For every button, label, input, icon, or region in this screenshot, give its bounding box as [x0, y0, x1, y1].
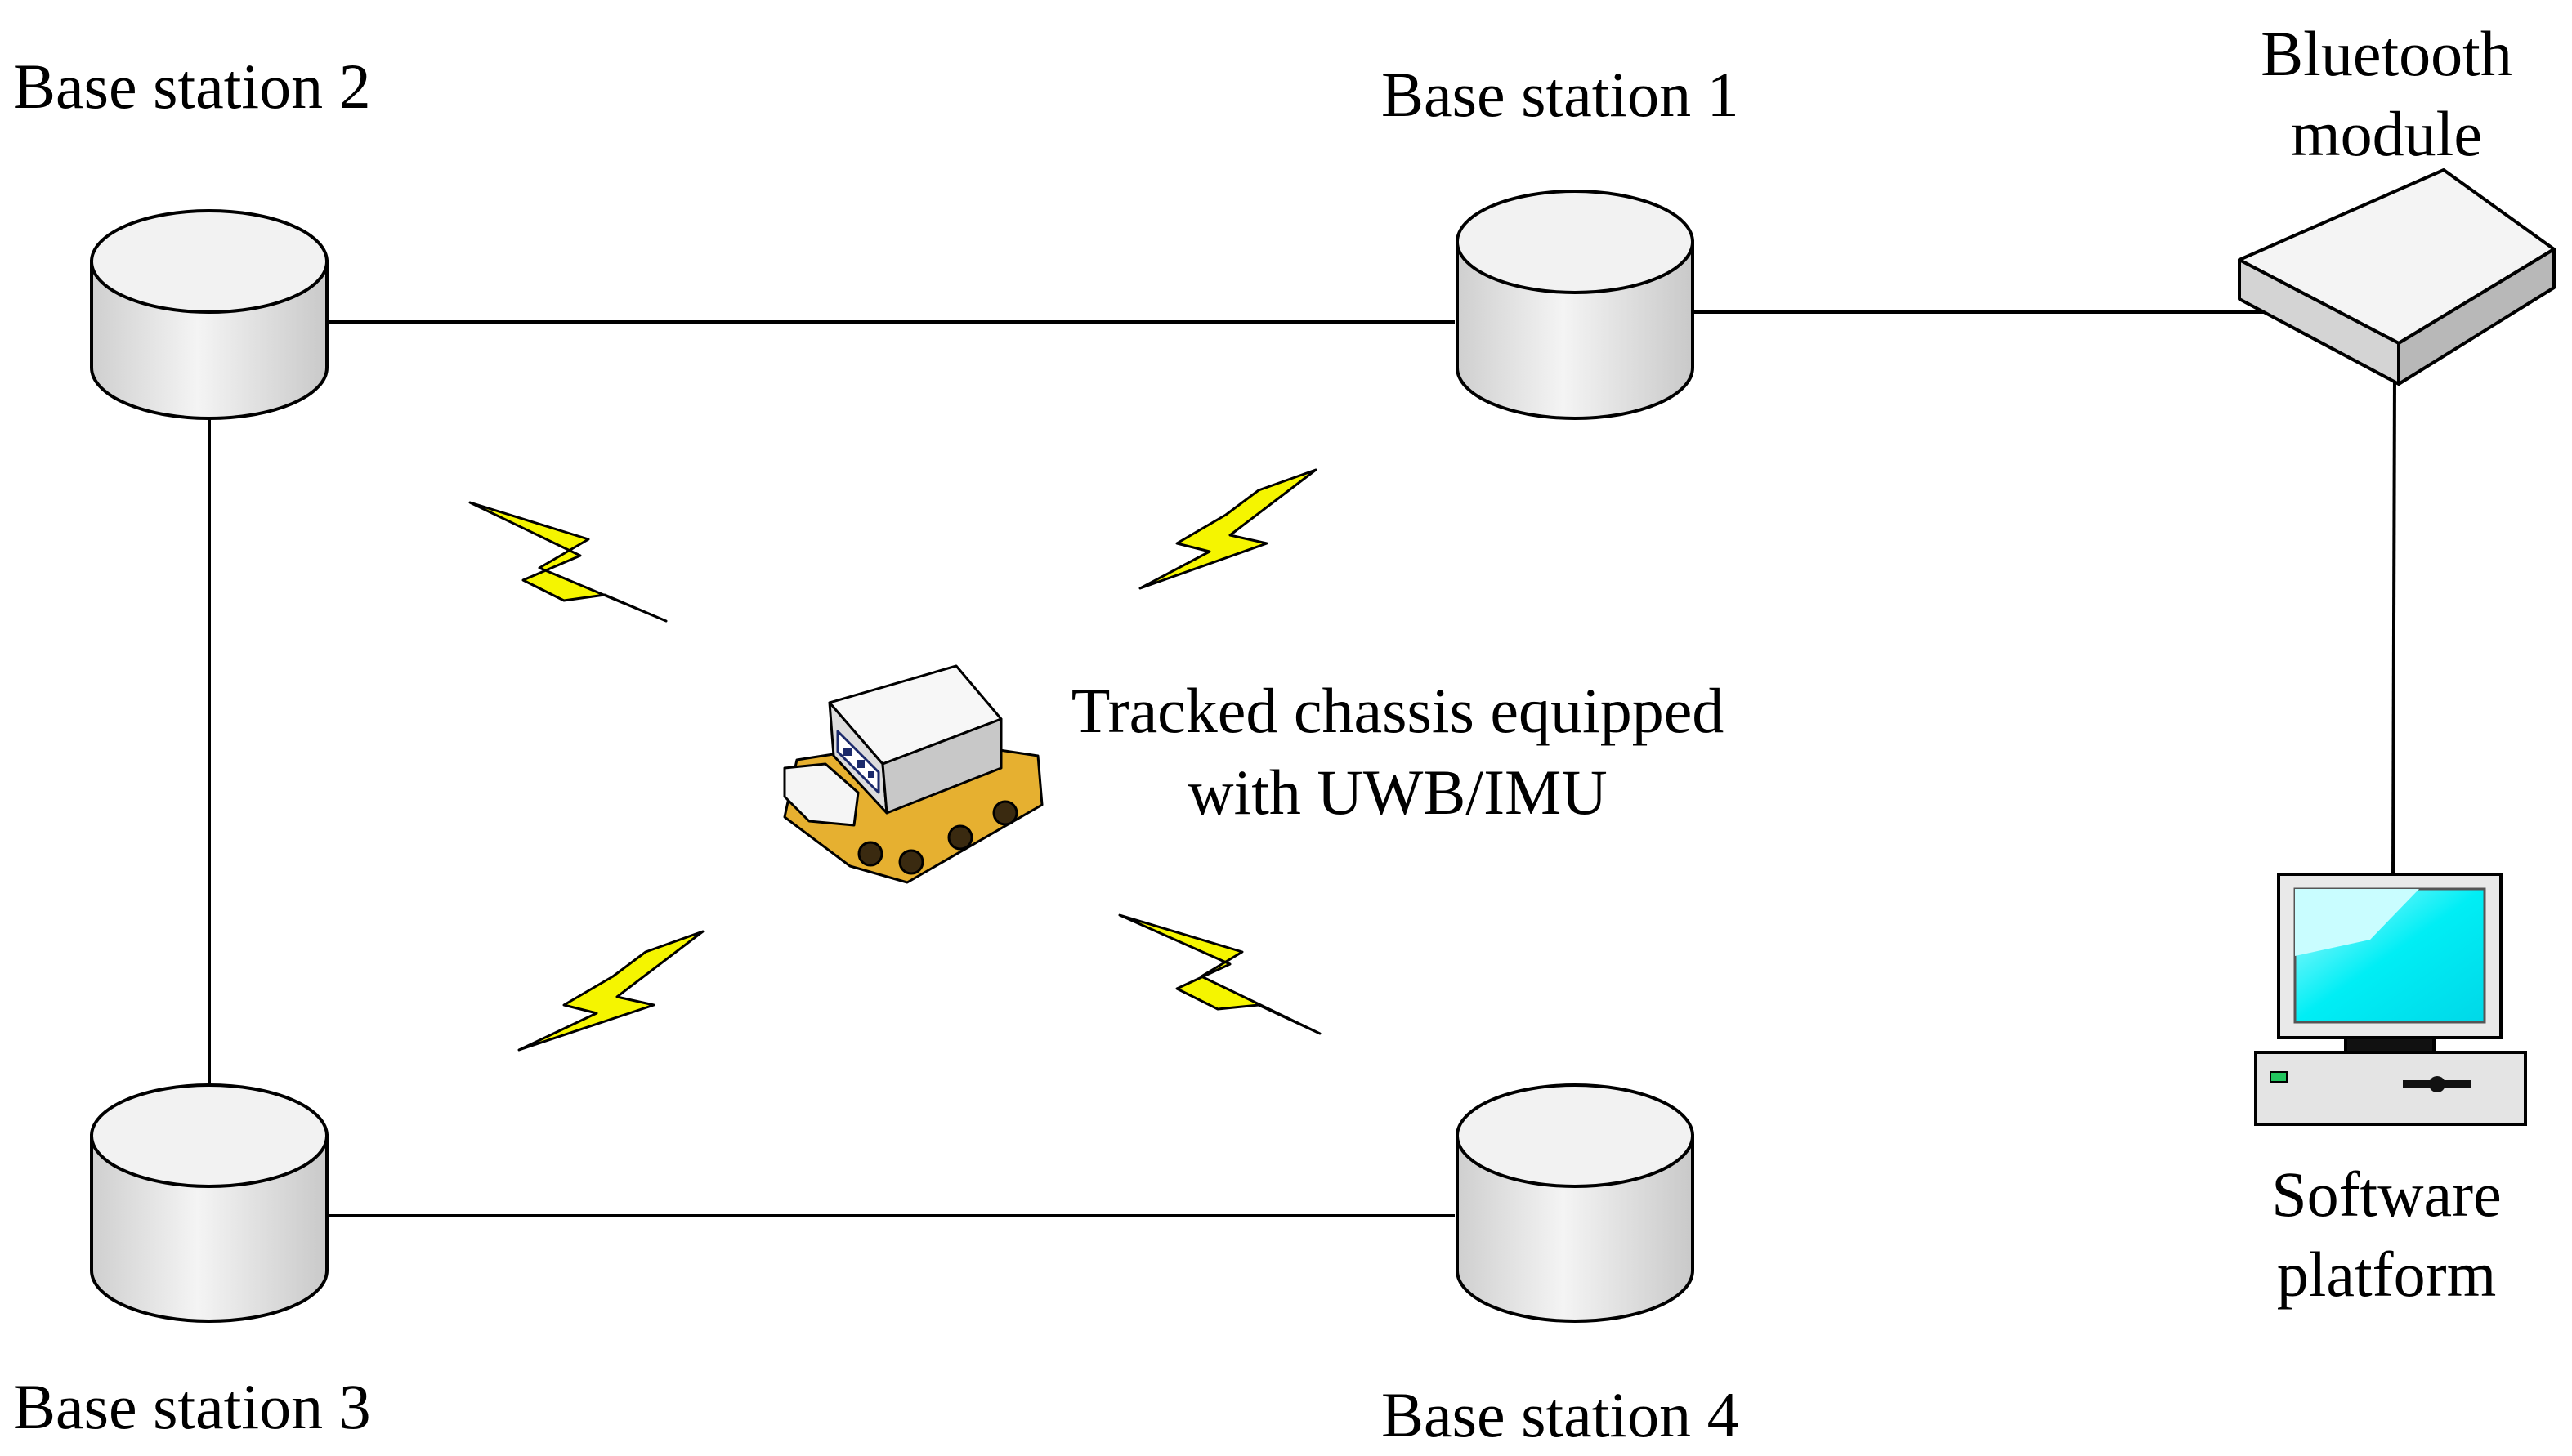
- link-bluetooth-software: [2391, 375, 2396, 875]
- base-station-3-icon: [90, 1083, 329, 1323]
- base-station-1-label: Base station 1: [1381, 59, 1739, 130]
- software-platform-label-line2: platform: [2276, 1239, 2497, 1310]
- base-station-2-label: Base station 2: [13, 51, 371, 122]
- bluetooth-module-label-line2: module: [2291, 98, 2482, 169]
- software-platform-icon: [2254, 873, 2527, 1126]
- bluetooth-module-label-line1: Bluetooth: [2261, 18, 2512, 89]
- software-platform-label-line1: Software: [2271, 1159, 2502, 1230]
- base-station-3-label: Base station 3: [13, 1371, 371, 1442]
- connection-lines: [208, 310, 2396, 1217]
- vehicle-label-line2: with UWB/IMU: [1188, 757, 1608, 828]
- signal-bolt-lower-left-icon: [517, 930, 705, 1052]
- vehicle-label-line1: Tracked chassis equipped: [1071, 675, 1724, 746]
- signal-bolt-upper-left-icon: [468, 501, 668, 623]
- signal-bolt-lower-right-icon: [1118, 913, 1322, 1035]
- base-station-1-icon: [1456, 190, 1694, 420]
- base-station-4-icon: [1456, 1083, 1694, 1323]
- signal-bolt-upper-right-icon: [1138, 468, 1317, 590]
- base-station-4-label: Base station 4: [1381, 1379, 1739, 1450]
- tracked-chassis-icon: [783, 664, 1044, 884]
- bluetooth-module-icon: [2238, 168, 2556, 386]
- base-station-2-icon: [90, 209, 329, 420]
